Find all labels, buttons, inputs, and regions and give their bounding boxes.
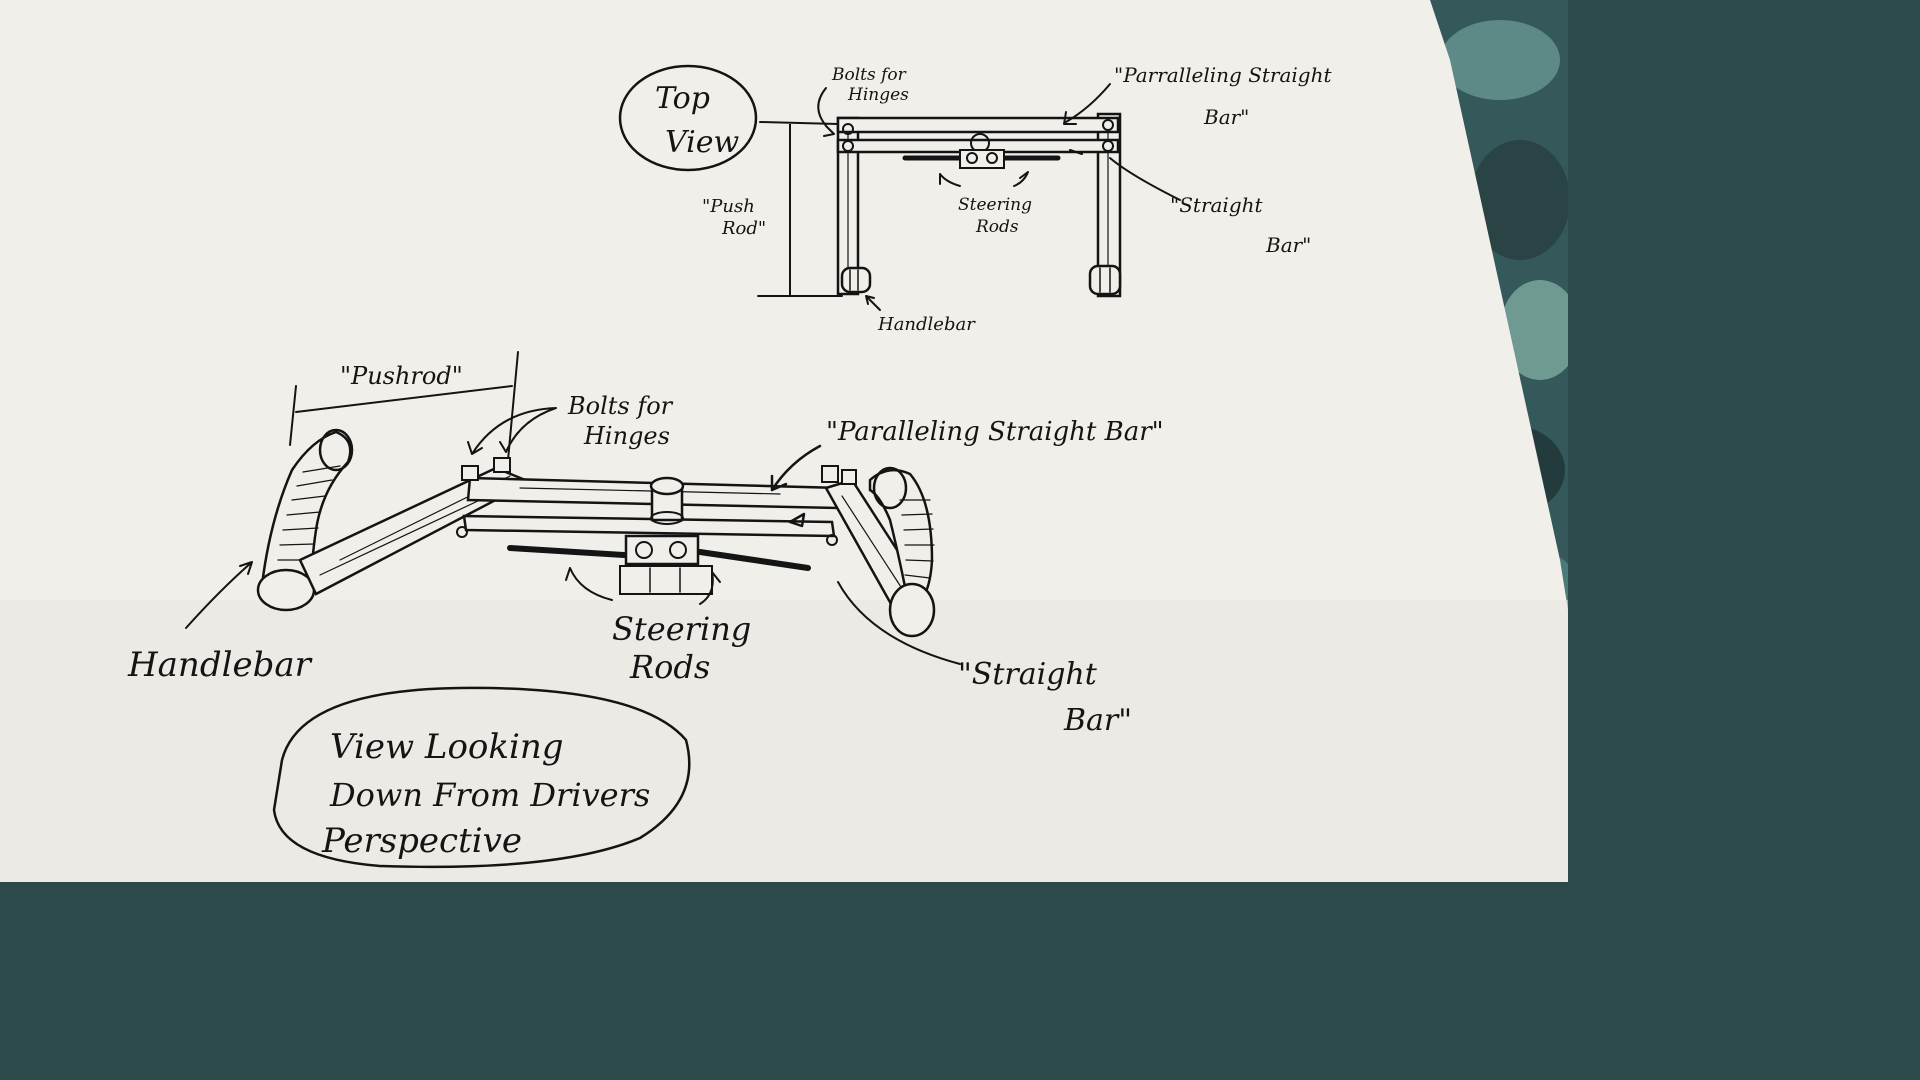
top-parallel-arrow: [1063, 83, 1111, 125]
paralleling-bar-shade: [519, 487, 781, 495]
top-view-title-line2: View: [665, 125, 739, 160]
top-straight-label-line1: "Straight: [1170, 193, 1264, 217]
top-paralleling-bar: [836, 116, 1120, 134]
top-handlebar-ends: [840, 264, 1122, 296]
top-handlebar-label: Handlebar: [877, 314, 976, 335]
driver-parallel-label: "Paralleling Straight Bar": [826, 417, 1164, 447]
top-push-rod-label-line2: Rod": [721, 218, 766, 239]
top-steering-label-line1: Steering: [958, 195, 1032, 215]
top-push-rod-label-line1: "Push: [702, 196, 755, 217]
top-steering-arrows: [939, 171, 1029, 187]
driver-steering-label-line1: Steering: [612, 610, 751, 648]
sketch-canvas: Top View: [0, 0, 1568, 882]
driver-view-bolts: [456, 457, 857, 546]
top-bolts-label-line2: Hinges: [847, 85, 909, 105]
top-parallel-label-line1: "Parralleling Straight: [1114, 63, 1332, 87]
center-pivot: [649, 476, 685, 525]
top-view-title-oval: [618, 64, 758, 172]
top-handlebar-arrow: [865, 295, 881, 311]
top-view-title-line1: Top: [655, 81, 710, 116]
top-bolts-arrow: [817, 87, 835, 137]
driver-bolts-arrows: [467, 407, 557, 455]
caption-line2: Down From Drivers: [329, 776, 650, 814]
driver-handlebar-arrow: [185, 561, 253, 629]
left-handlebar: [256, 428, 354, 612]
driver-straight-arrow-upper: [788, 512, 806, 528]
driver-bolts-label-line1: Bolts for: [567, 392, 674, 420]
driver-handlebar-label: Handlebar: [127, 645, 313, 685]
paper-shadow: [0, 600, 1568, 882]
top-steering-label-line2: Rods: [975, 217, 1019, 237]
right-straight-bar: [1096, 112, 1122, 298]
driver-parallel-arrow: [770, 444, 822, 492]
driver-straight-bar-arrow: [837, 581, 961, 665]
top-view-bolts: [842, 119, 1114, 153]
top-view-diagram: Top View: [618, 63, 1332, 335]
pushrod-dimension-bracket: [289, 351, 519, 461]
top-steering-rods: [902, 149, 1061, 169]
driver-bolts-label-line2: Hinges: [583, 422, 670, 450]
top-bolts-label-line1: Bolts for: [831, 65, 907, 85]
top-parallel-label-line2: Bar": [1203, 105, 1249, 129]
caption-line1: View Looking: [330, 727, 564, 767]
driver-view-diagram: "Pushrod" Bolts for Hinges "Paralleling …: [127, 351, 1164, 869]
top-straight-arrow: [1069, 149, 1181, 201]
driver-straight-label-line1: "Straight: [958, 657, 1098, 692]
top-straight-label-line2: Bar": [1265, 233, 1311, 257]
caption-oval: [272, 686, 691, 869]
driver-steering-label-line2: Rods: [629, 648, 710, 686]
right-straight-bar-shade: [841, 495, 913, 605]
caption-line3: Perspective: [321, 821, 522, 861]
right-handlebar: [868, 466, 936, 638]
driver-steering-arrows: [565, 567, 721, 605]
driver-pushrod-label: "Pushrod": [340, 362, 463, 390]
driver-steering-rods: [507, 534, 811, 595]
driver-straight-label-line2: Bar": [1063, 703, 1132, 738]
